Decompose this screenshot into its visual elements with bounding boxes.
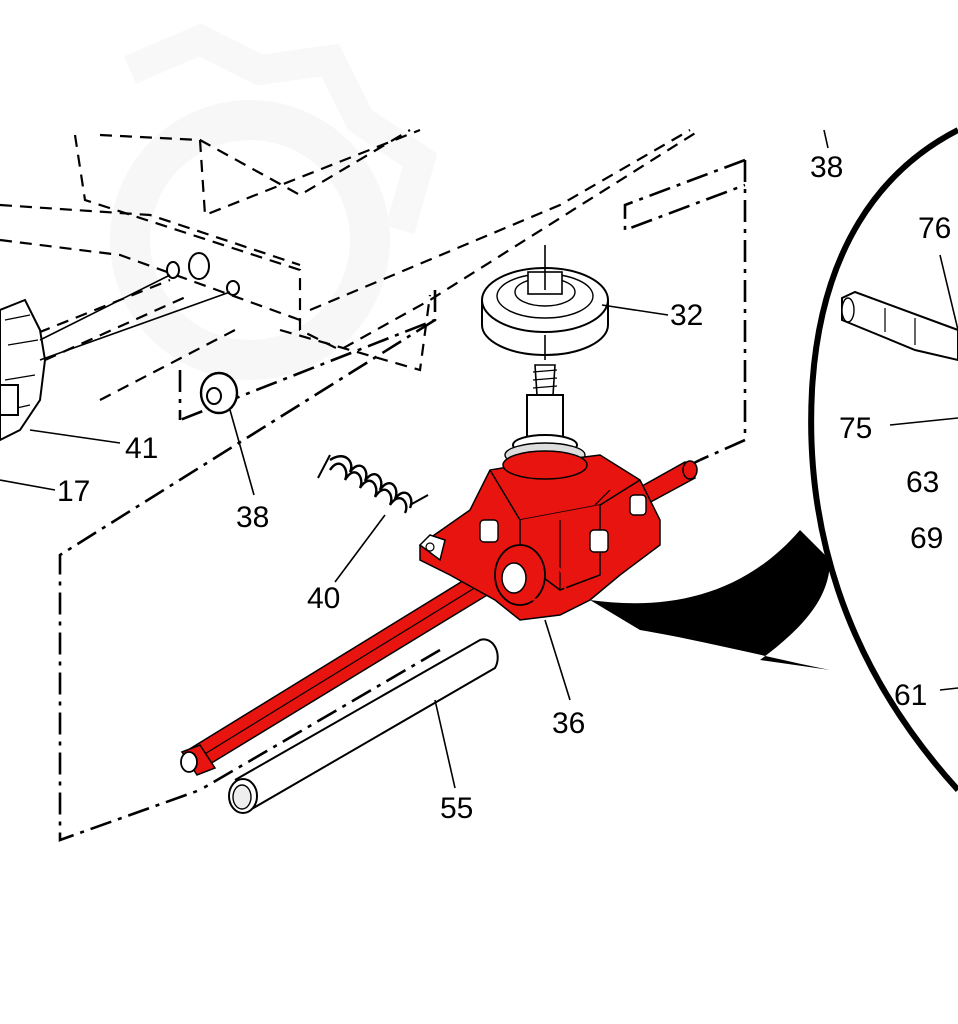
- label-41: 41: [125, 432, 158, 465]
- label-36: 36: [552, 707, 585, 740]
- detail-callout: [590, 127, 958, 793]
- label-17: 17: [57, 475, 90, 508]
- tube-part-55: [228, 638, 499, 814]
- label-38-washer: 38: [236, 501, 269, 534]
- label-63: 63: [906, 466, 939, 499]
- label-38-top: 38: [810, 151, 843, 184]
- label-32: 32: [670, 299, 703, 332]
- label-61: 61: [894, 679, 927, 712]
- gear-watermark-icon: [110, 23, 438, 380]
- hardware-washers: [39, 252, 240, 361]
- side-housing-part: [0, 298, 47, 442]
- transmission-gearbox-part-36: [180, 450, 698, 776]
- label-69: 69: [910, 522, 943, 555]
- label-55: 55: [440, 792, 473, 825]
- leader-lines: [0, 129, 958, 789]
- pulley-part-32: [481, 245, 609, 360]
- spring-part-40: [317, 454, 429, 514]
- label-76: 76: [918, 212, 951, 245]
- deck-outline: [0, 128, 701, 401]
- assembly-boundary-frame: [58, 158, 747, 842]
- part-labels: 32 38 38 40 41 17 36 55 76 75 63 69 61: [57, 151, 951, 825]
- label-40: 40: [307, 582, 340, 615]
- label-75: 75: [839, 412, 872, 445]
- washer-part-38: [199, 371, 239, 415]
